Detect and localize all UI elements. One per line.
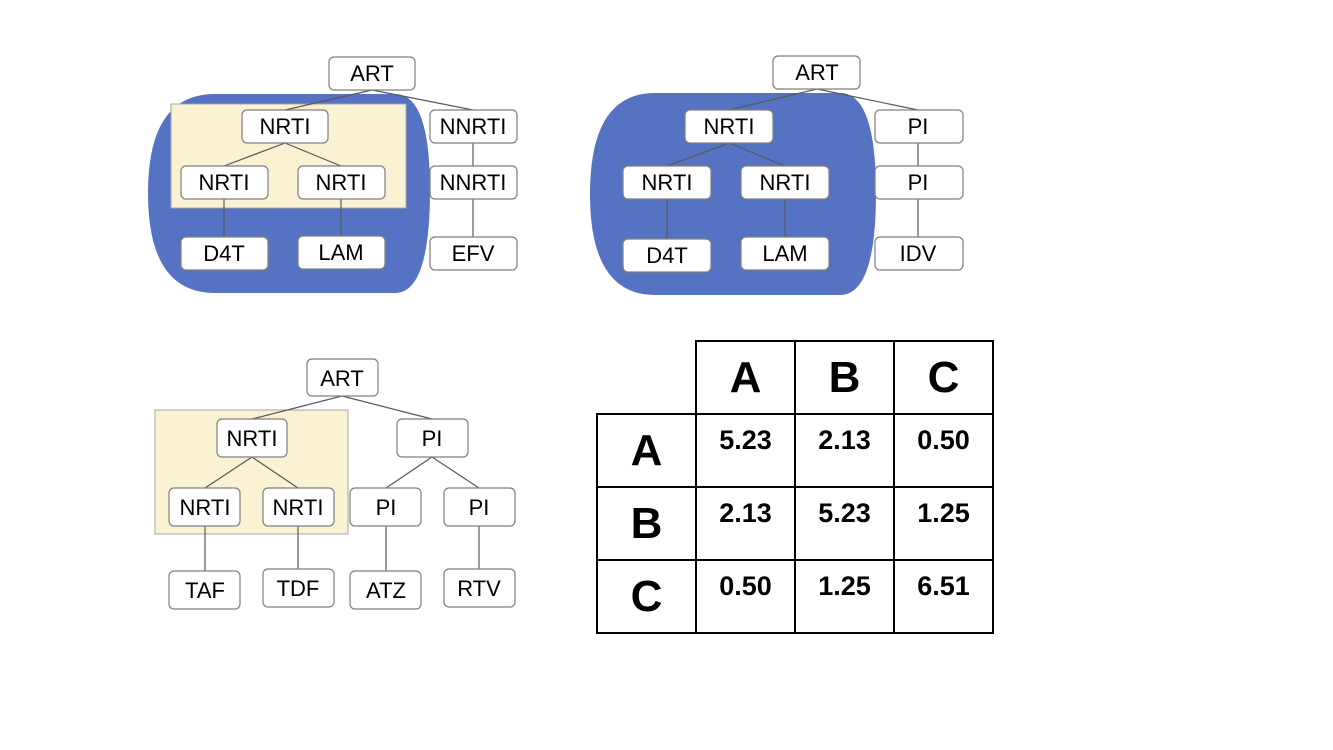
tree-a-efv-node: EFV <box>429 236 518 271</box>
svg-text:PI: PI <box>908 114 929 139</box>
tree-a-leaf2-node: LAM <box>297 235 386 270</box>
table-row: B 2.13 5.23 1.25 <box>596 486 994 561</box>
svg-text:ART: ART <box>795 60 839 85</box>
table-row: C 0.50 1.25 6.51 <box>596 559 994 634</box>
tree-a-nrti-parent-node: NRTI <box>241 109 329 144</box>
svg-text:ATZ: ATZ <box>366 578 406 603</box>
svg-text:NRTI: NRTI <box>199 170 250 195</box>
svg-text:NRTI: NRTI <box>260 114 311 139</box>
svg-text:TDF: TDF <box>277 576 320 601</box>
svg-text:NRTI: NRTI <box>642 170 693 195</box>
table-cell: 2.13 <box>695 486 796 561</box>
tree-b-idv-node: IDV <box>874 236 964 271</box>
tree-c-nrti-child2-node: NRTI <box>262 487 335 527</box>
tree-a-nnrti-node-1: NNRTI <box>429 109 518 144</box>
table-cell: 5.23 <box>794 486 895 561</box>
svg-text:NRTI: NRTI <box>273 495 324 520</box>
tree-c-pi-child1-node: PI <box>349 487 422 527</box>
svg-text:PI: PI <box>376 495 397 520</box>
table-cell: 0.50 <box>893 413 994 488</box>
svg-text:NRTI: NRTI <box>316 170 367 195</box>
table-cell: 6.51 <box>893 559 994 634</box>
table-column-header: B <box>794 340 895 415</box>
tree-a-root-label: ART <box>350 61 394 86</box>
tree-b-nrti-child1-node: NRTI <box>622 165 712 200</box>
tree-b-pi-node-2: PI <box>874 165 964 200</box>
tree-c-nrti-child1-node: NRTI <box>168 487 241 527</box>
tree-a-nnrti-node-2: NNRTI <box>429 165 518 200</box>
svg-text:LAM: LAM <box>318 240 363 265</box>
table-row-header: C <box>596 559 697 634</box>
tree-c-taf-node: TAF <box>168 570 241 610</box>
tree-b-leaf1-node: D4T <box>622 238 712 273</box>
table-cell: 5.23 <box>695 413 796 488</box>
table-cell: 1.25 <box>794 559 895 634</box>
table-cell: 2.13 <box>794 413 895 488</box>
svg-text:NRTI: NRTI <box>760 170 811 195</box>
tree-b-nrti-child2-node: NRTI <box>740 165 830 200</box>
table-corner-cell <box>597 341 697 415</box>
svg-text:NRTI: NRTI <box>704 114 755 139</box>
table-column-header: C <box>893 340 994 415</box>
svg-text:TAF: TAF <box>185 578 225 603</box>
tree-c-pi-parent-node: PI <box>396 418 469 458</box>
svg-text:IDV: IDV <box>900 241 937 266</box>
table-header-row: A B C <box>597 340 994 415</box>
svg-text:ART: ART <box>320 366 364 391</box>
table-row-header: B <box>596 486 697 561</box>
table-row: A 5.23 2.13 0.50 <box>596 413 994 488</box>
tree-c-pi-child2-node: PI <box>443 487 516 527</box>
svg-text:NRTI: NRTI <box>180 495 231 520</box>
tree-a-nrti-child2-node: NRTI <box>297 165 386 200</box>
svg-text:NNRTI: NNRTI <box>440 170 507 195</box>
table-cell: 0.50 <box>695 559 796 634</box>
tree-a-nrti-child1-node: NRTI <box>180 165 269 200</box>
svg-text:LAM: LAM <box>762 241 807 266</box>
svg-text:PI: PI <box>908 170 929 195</box>
svg-text:RTV: RTV <box>457 576 501 601</box>
tree-b-pi-node-1: PI <box>874 109 964 144</box>
tree-b-root-node: ART <box>772 55 861 90</box>
tree-c-tdf-node: TDF <box>262 568 335 608</box>
svg-text:NRTI: NRTI <box>227 426 278 451</box>
svg-text:EFV: EFV <box>452 241 495 266</box>
tree-a-leaf1-node: D4T <box>180 236 269 271</box>
svg-text:NNRTI: NNRTI <box>440 114 507 139</box>
tree-c-atz-node: ATZ <box>349 570 422 610</box>
tree-c-rtv-node: RTV <box>443 568 516 608</box>
svg-text:PI: PI <box>422 426 443 451</box>
table-row-header: A <box>596 413 697 488</box>
tree-b-leaf2-node: LAM <box>740 236 830 271</box>
tree-c-nrti-parent-node: NRTI <box>216 418 288 458</box>
svg-text:PI: PI <box>469 495 490 520</box>
svg-text:D4T: D4T <box>203 241 245 266</box>
table-cell: 1.25 <box>893 486 994 561</box>
tree-c-root-node: ART <box>306 358 379 397</box>
tree-b-nrti-parent-node: NRTI <box>684 109 774 144</box>
similarity-table: A B C A 5.23 2.13 0.50 B 2.13 5.23 1.25 … <box>596 340 994 634</box>
svg-text:D4T: D4T <box>646 243 688 268</box>
table-column-header: A <box>695 340 796 415</box>
tree-a-root-node: ART <box>328 56 416 91</box>
